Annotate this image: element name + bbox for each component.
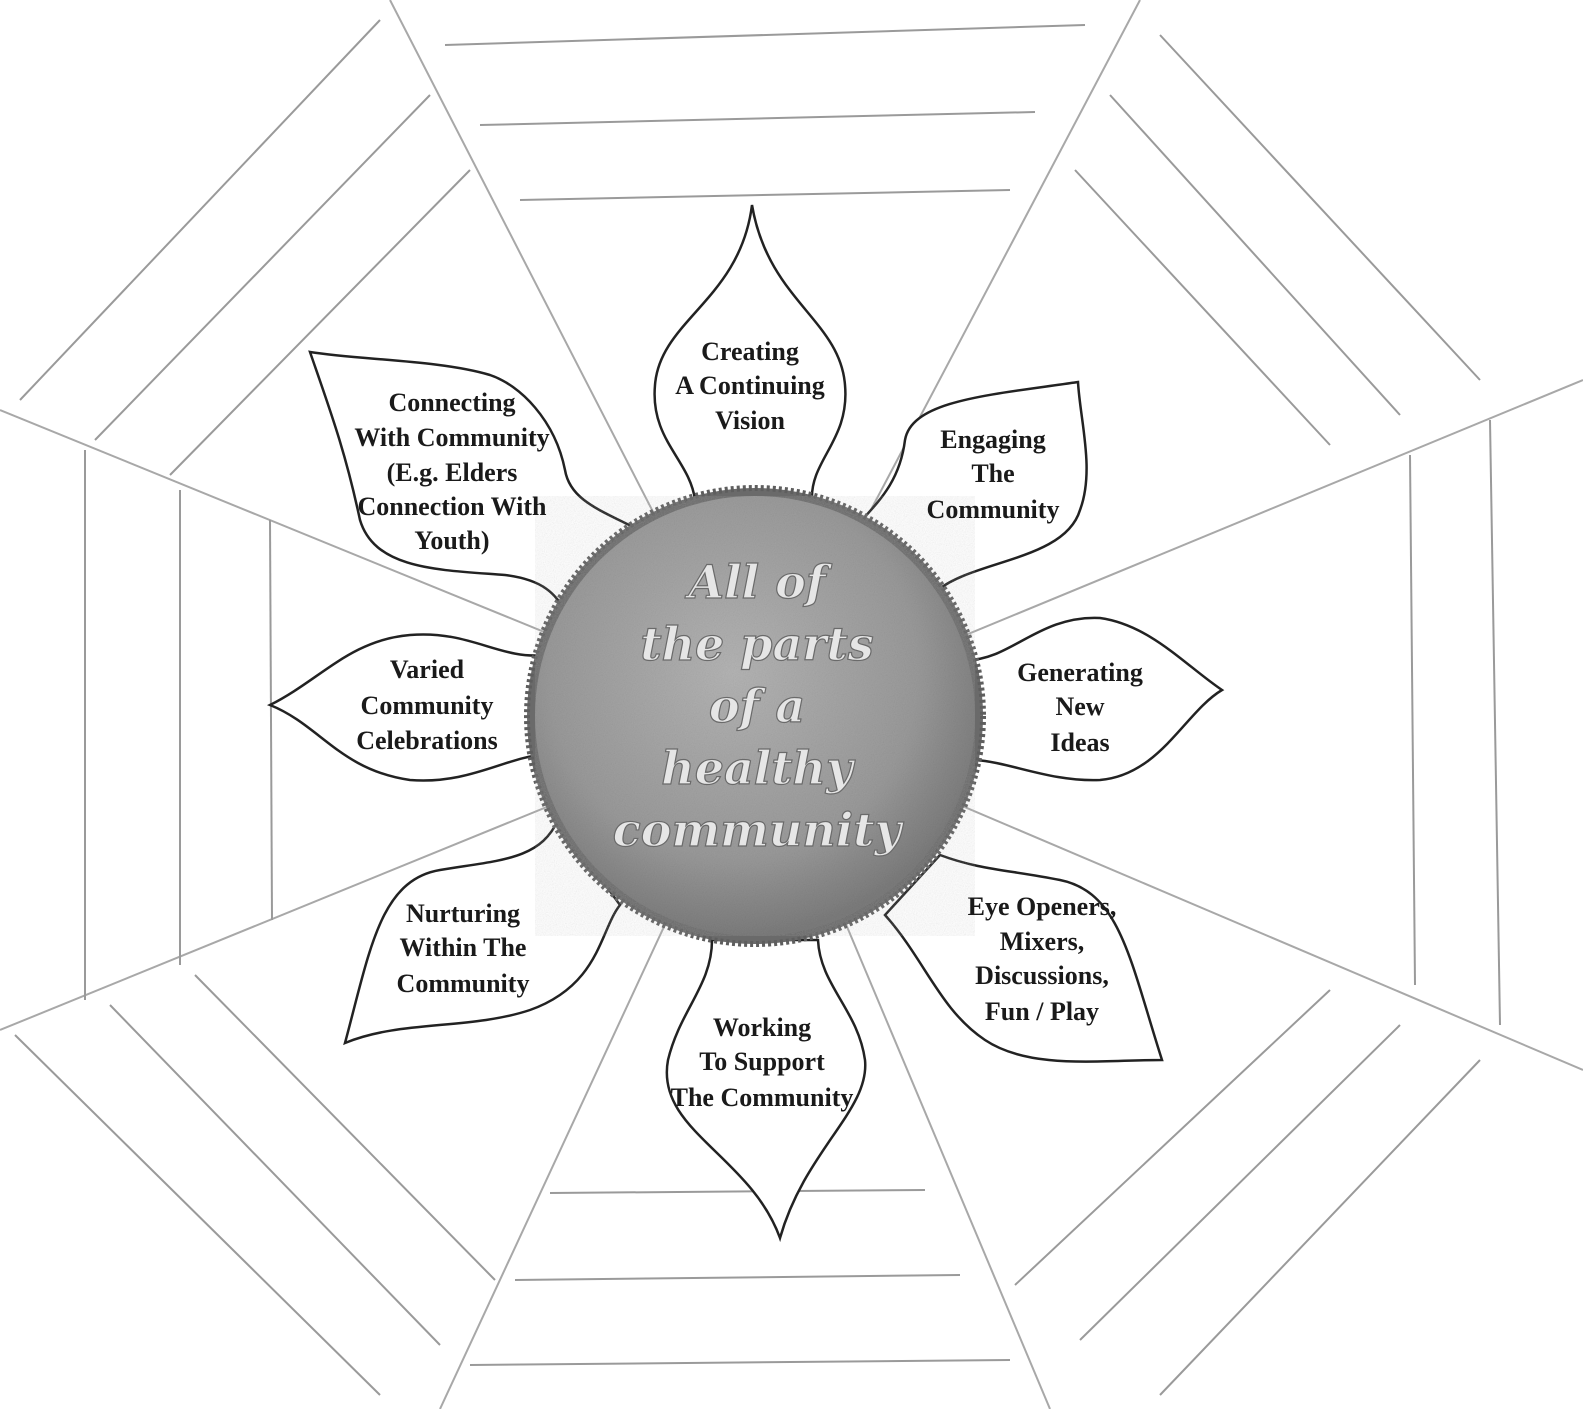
petal-nurturing-label: Nurturing Within The Community xyxy=(397,899,530,998)
petal-working-support-label: Working To Support The Community xyxy=(671,1013,854,1112)
petal-eye-openers-line-3: Discussions, xyxy=(975,961,1109,990)
petal-nurturing-shape xyxy=(343,817,622,1046)
web-top-strands xyxy=(444,24,1086,201)
svg-text:All of: All of xyxy=(684,555,832,609)
web-bottom-strands xyxy=(469,1189,1011,1366)
petal-engaging-community-label: Engaging The Community xyxy=(927,425,1060,524)
center-disc xyxy=(524,485,986,947)
svg-text:community: community xyxy=(613,803,905,857)
petal-eye-openers-line-1: Eye Openers, xyxy=(968,892,1117,921)
petal-generating-ideas-line-2: New xyxy=(1055,692,1104,721)
petal-eye-openers-line-2: Mixers, xyxy=(1000,927,1084,956)
petal-working-support-shape xyxy=(665,938,867,1243)
petal-connecting-community-line-1: Connecting xyxy=(388,388,515,417)
web-left-strands xyxy=(84,450,273,1000)
svg-text:of a: of a xyxy=(709,679,805,733)
petal-working-support-line-3: The Community xyxy=(671,1083,854,1112)
petal-labels: Creating A Continuing Vision Engaging Th… xyxy=(354,337,1142,1112)
petal-connecting-community-shape xyxy=(308,350,637,613)
svg-text:healthy: healthy xyxy=(661,741,856,795)
petal-varied-celebrations-shape xyxy=(266,633,547,782)
center-line-3: of a xyxy=(709,679,805,733)
petal-creating-vision-line-2: A Continuing xyxy=(675,371,825,400)
petal-connecting-community-line-2: With Community xyxy=(354,423,549,452)
petals xyxy=(266,204,1225,1243)
petal-eye-openers-line-4: Fun / Play xyxy=(985,997,1099,1026)
petal-generating-ideas-shape xyxy=(966,616,1225,782)
petal-eye-openers-shape xyxy=(883,853,1164,1063)
petal-engaging-community-line-3: Community xyxy=(927,495,1060,524)
petal-nurturing-line-1: Nurturing xyxy=(406,899,520,928)
web-lower-right-strands xyxy=(1014,989,1481,1396)
petal-engaging-community-line-2: The xyxy=(971,459,1014,488)
web-upper-right-strands xyxy=(1074,34,1481,446)
web-upper-left-strands xyxy=(19,19,471,476)
petal-creating-vision-line-3: Vision xyxy=(715,406,785,435)
petal-connecting-community-line-5: Youth) xyxy=(414,526,489,555)
center-line-1: All of xyxy=(684,555,832,609)
petal-nurturing-line-2: Within The xyxy=(400,933,527,962)
petal-varied-celebrations-line-2: Community xyxy=(361,691,494,720)
petal-connecting-community-line-3: (E.g. Elders xyxy=(387,458,518,487)
web-right-strands xyxy=(1409,419,1501,1026)
petal-working-support-line-2: To Support xyxy=(699,1047,825,1076)
petal-generating-ideas-label: Generating New Ideas xyxy=(1017,658,1143,757)
svg-text:the parts: the parts xyxy=(640,617,873,671)
center-line-2: the parts xyxy=(640,617,873,671)
petal-eye-openers-label: Eye Openers, Mixers, Discussions, Fun / … xyxy=(968,892,1117,1026)
petal-engaging-community-shape xyxy=(860,380,1088,592)
petal-varied-celebrations-line-3: Celebrations xyxy=(356,726,498,755)
petal-nurturing-line-3: Community xyxy=(397,969,530,998)
petal-creating-vision-shape xyxy=(653,204,847,502)
petal-working-support-line-1: Working xyxy=(713,1013,811,1042)
petal-creating-vision-line-1: Creating xyxy=(701,337,799,366)
petal-generating-ideas-line-1: Generating xyxy=(1017,658,1143,687)
petal-generating-ideas-line-3: Ideas xyxy=(1050,728,1109,757)
web-lower-left-strands xyxy=(14,974,496,1396)
petal-connecting-community-label: Connecting With Community (E.g. Elders C… xyxy=(354,388,549,555)
center-line-4: healthy xyxy=(661,741,856,795)
petal-varied-celebrations-line-1: Varied xyxy=(390,655,465,684)
petal-varied-celebrations-label: Varied Community Celebrations xyxy=(356,655,498,755)
petal-creating-vision-label: Creating A Continuing Vision xyxy=(675,337,825,435)
petal-engaging-community-line-1: Engaging xyxy=(940,425,1046,454)
center-text: All of the parts of a healthy community xyxy=(612,554,905,857)
petal-connecting-community-line-4: Connection With xyxy=(357,492,547,521)
center-line-5: community xyxy=(613,803,905,857)
